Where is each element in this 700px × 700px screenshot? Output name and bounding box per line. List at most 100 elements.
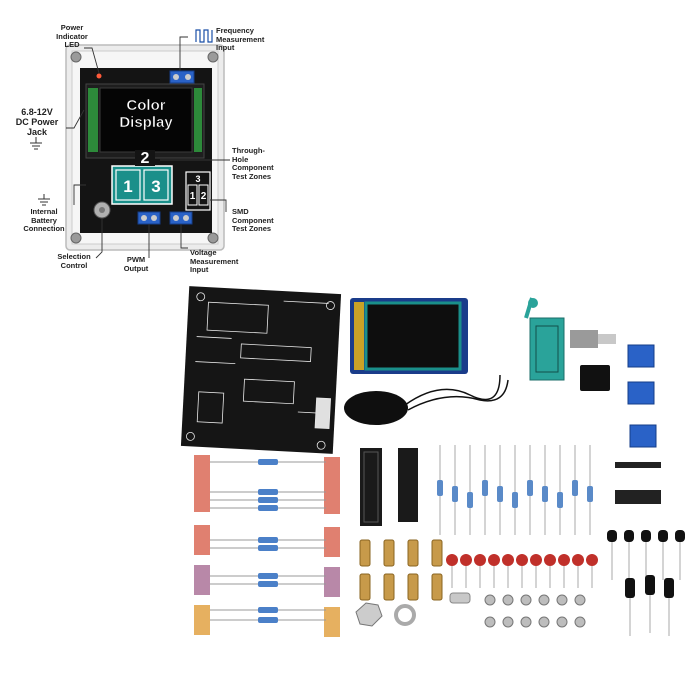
ceramic-capacitor	[572, 554, 584, 566]
screw	[574, 616, 586, 628]
ic-socket	[360, 448, 382, 526]
pin-header	[615, 462, 661, 468]
label-battery: Internal Battery Connection	[23, 207, 65, 233]
terminal-block-3	[629, 424, 657, 448]
resistor-tape-right	[324, 567, 340, 597]
label-voltage-input: Voltage Measurement Input	[190, 248, 239, 274]
label-smd: SMD Component Test Zones	[232, 207, 274, 233]
power-led	[96, 73, 102, 79]
display-title-1: Color	[126, 97, 165, 114]
standoff	[383, 573, 395, 601]
screw	[502, 616, 514, 628]
smd-zone-1: 1	[190, 191, 196, 202]
screw	[520, 616, 532, 628]
label-power-led: Power Indicator LED	[56, 23, 88, 49]
resistor	[557, 492, 563, 508]
screw	[574, 594, 586, 606]
standoff	[407, 539, 419, 567]
resistor-tape-left	[194, 605, 210, 635]
resistor	[258, 581, 278, 587]
label-selection: Selection Control	[57, 252, 91, 270]
washer	[394, 604, 416, 626]
ceramic-capacitor	[474, 554, 486, 566]
resistor	[258, 607, 278, 613]
screw	[556, 594, 568, 606]
resistor	[482, 480, 488, 496]
resistor-tape-right	[324, 527, 340, 557]
resistor	[258, 537, 278, 543]
resistor	[527, 480, 533, 496]
smd-board	[615, 490, 661, 504]
resistor	[542, 486, 548, 502]
ceramic-capacitor	[502, 554, 514, 566]
standoff	[431, 573, 443, 601]
ceramic-capacitor	[488, 554, 500, 566]
resistor	[258, 573, 278, 579]
transistor	[624, 530, 634, 542]
transistor	[658, 530, 668, 542]
resistor	[437, 480, 443, 496]
terminal-block-2	[627, 381, 655, 405]
callout-lines	[66, 36, 230, 259]
smd-zone-2: 2	[201, 191, 207, 202]
th-zone-1: 1	[123, 177, 132, 196]
ceramic-capacitor	[544, 554, 556, 566]
screw	[484, 616, 496, 628]
electrolytic-capacitor	[664, 578, 674, 598]
ceramic-capacitor	[516, 554, 528, 566]
ceramic-capacitor	[460, 554, 472, 566]
screw	[556, 616, 568, 628]
resistor	[258, 459, 278, 465]
standoff	[383, 539, 395, 567]
resistor	[512, 492, 518, 508]
resistor	[587, 486, 593, 502]
battery-clip	[344, 391, 408, 425]
resistor-tape-left	[194, 525, 210, 555]
resistor	[572, 480, 578, 496]
ceramic-capacitor	[446, 554, 458, 566]
resistor-tape-left	[194, 482, 210, 512]
terminal-block-1	[627, 344, 655, 368]
transistor	[675, 530, 685, 542]
th-zone-2: 2	[141, 150, 150, 167]
microcontroller-chip	[398, 448, 418, 522]
through-hole-zone	[111, 165, 173, 205]
color-display-screen	[99, 87, 193, 153]
rotary-pot	[570, 330, 598, 348]
ceramic-capacitor	[586, 554, 598, 566]
crystal	[449, 592, 471, 604]
ceramic-capacitor	[530, 554, 542, 566]
resistor	[258, 497, 278, 503]
ceramic-capacitor	[558, 554, 570, 566]
resistor	[452, 486, 458, 502]
resistor	[467, 492, 473, 508]
waveform-icon	[195, 29, 213, 43]
resistor	[258, 617, 278, 623]
label-dc-power-jack: 6.8-12V DC Power Jack	[15, 107, 59, 137]
standoff	[431, 539, 443, 567]
screw	[538, 594, 550, 606]
resistor-tape-right	[324, 457, 340, 487]
display-title-2: Display	[119, 114, 173, 131]
resistor	[258, 505, 278, 511]
label-frequency-input: Frequency Measurement Input	[216, 26, 265, 52]
screw	[538, 616, 550, 628]
electrolytic-capacitor	[645, 575, 655, 595]
screw	[520, 594, 532, 606]
screw	[502, 594, 514, 606]
resistor	[258, 545, 278, 551]
resistor-tape-right	[324, 484, 340, 514]
standoff	[359, 573, 371, 601]
resistor-tape-left	[194, 565, 210, 595]
dc-jack	[580, 365, 610, 391]
standoff	[407, 573, 419, 601]
resistor-tape-right	[324, 607, 340, 637]
smd-zone-3: 3	[195, 174, 200, 184]
standoff	[359, 539, 371, 567]
transistor	[641, 530, 651, 542]
transistor	[607, 530, 617, 542]
hex-nut	[355, 602, 383, 627]
resistor	[497, 486, 503, 502]
